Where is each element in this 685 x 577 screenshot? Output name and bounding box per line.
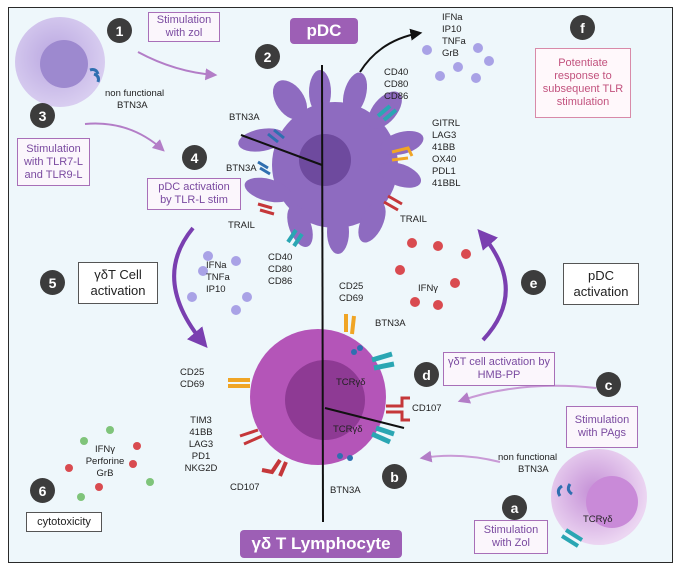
potentiate-response-box: Potentiate response to subsequent TLR st… (535, 48, 631, 118)
gd-t-cell (228, 314, 410, 477)
step-c-marker: c (596, 372, 621, 397)
gdt-cell-activation-box: γδT Cell activation (78, 262, 158, 304)
cytotoxicity-box: cytotoxicity (26, 512, 102, 532)
stimulation-tlr-box: Stimulation with TLR7-L and TLR9-L (17, 138, 90, 186)
step-6-marker: 6 (30, 478, 55, 503)
step-b-marker: b (382, 464, 407, 489)
step-5-marker: 5 (40, 270, 65, 295)
cd107-right-label: CD107 (412, 403, 442, 414)
step-a-marker: a (502, 495, 527, 520)
gdt-activation-hmbpp-box: γδT cell activation by HMB-PP (443, 352, 555, 386)
step-1-marker: 1 (107, 18, 132, 43)
stimulation-pags-box: Stimulation with PAgs (566, 406, 638, 448)
ifng-label-mid: IFNγ (418, 283, 439, 294)
step-2-marker: 2 (255, 44, 280, 69)
pdc-activation-tlr-box: pDC activation by TLR-L stim (147, 178, 241, 210)
step-f-marker: f (570, 15, 595, 40)
tcr-label-2: TCRγδ (333, 424, 363, 435)
tcr-small-label: TCRγδ (583, 514, 613, 525)
stimulation-zol-box-top: Stimulation with zol (148, 12, 220, 42)
tcr-label-1: TCRγδ (336, 377, 366, 388)
center-divider (321, 64, 324, 523)
pdc-title: pDC (290, 18, 358, 44)
btn3a-pdc-label-1: BTN3A (229, 112, 260, 123)
btn3a-pdc-label-2: BTN3A (226, 163, 257, 174)
btn3a-t-bottom-label: BTN3A (330, 485, 361, 496)
lymphocyte-title: γδ T Lymphocyte (240, 530, 402, 558)
step-3-marker: 3 (30, 103, 55, 128)
trail-label-left: TRAIL (228, 220, 255, 231)
resting-cell-top-left (15, 17, 105, 107)
step-e-marker: e (521, 270, 546, 295)
resting-cell-bottom-right (551, 449, 647, 548)
pdc-activation-box: pDC activation (563, 263, 639, 305)
step-d-marker: d (414, 362, 439, 387)
pdc-cell (238, 70, 424, 254)
cd107-left-label: CD107 (230, 482, 260, 493)
step-4-marker: 4 (182, 145, 207, 170)
trail-label-right: TRAIL (400, 214, 427, 225)
stimulation-zol-box-bottom: Stimulation with Zol (474, 520, 548, 554)
btn3a-t-top-label: BTN3A (375, 318, 406, 329)
